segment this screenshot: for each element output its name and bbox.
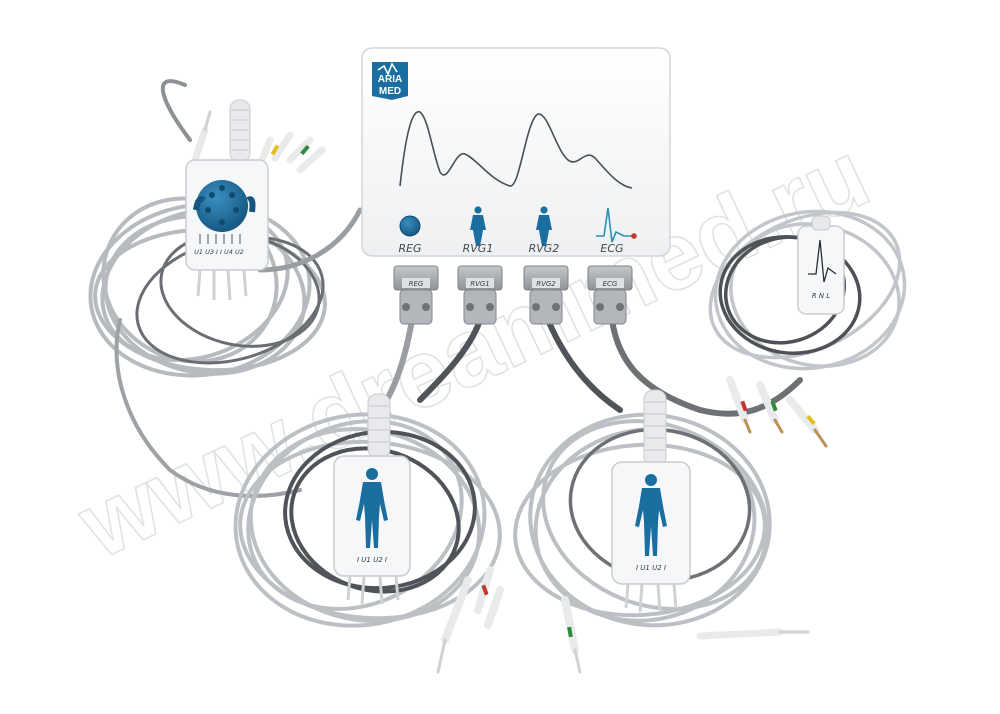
channel-icon-rvg2 [536, 206, 552, 246]
rvg2-cable-box: I U1 U2 I [611, 389, 691, 585]
channel-icon-ecg [596, 207, 637, 243]
ecg-box-pins: R N L [812, 292, 831, 300]
aria-med-device: ARIA MED REG RVG1 RVG2 ECG [361, 47, 671, 257]
lead-color-rings [270, 144, 816, 638]
channel-icon-rvg1 [470, 206, 486, 246]
connector-label-ecg: ECG [603, 280, 618, 288]
aria-med-logo: ARIA MED [372, 62, 408, 100]
box-lead-stubs [196, 269, 678, 613]
rvg1-box-pins: I U1 U2 I [357, 556, 387, 564]
channel-label-reg: REG [398, 242, 421, 255]
connector-ecg: ECG [587, 265, 633, 325]
reg-cable-box: U1 U3 I I U4 U2 [185, 99, 269, 271]
ecg-wave-icon [808, 239, 837, 283]
channel-icon-reg [399, 215, 421, 237]
cable-coil-rvg2 [513, 412, 772, 628]
logo-line1: ARIA [378, 74, 402, 85]
rvg2-box-pins: I U1 U2 I [636, 564, 666, 572]
waveform-graphic [399, 111, 633, 189]
channel-label-rvg2: RVG2 [529, 242, 560, 255]
body-icon [635, 474, 667, 556]
body-icon [356, 468, 388, 548]
connector-reg: REG [393, 265, 439, 325]
connector-label-reg: REG [409, 280, 424, 288]
channel-label-ecg: ECG [600, 242, 623, 255]
reg-box-pins: U1 U3 I I U4 U2 [194, 248, 244, 256]
electrode-leads [191, 110, 828, 674]
logo-line2: MED [379, 86, 401, 97]
connector-label-rvg1: RVG1 [470, 280, 490, 288]
ecg-cable-box: R N L [797, 215, 845, 315]
connector-rvg2: RVG2 [523, 265, 569, 325]
connector-rvg1: RVG1 [457, 265, 503, 325]
connector-label-rvg2: RVG2 [536, 280, 556, 288]
channel-label-rvg1: RVG1 [463, 242, 494, 255]
head-icon [196, 180, 248, 232]
rvg1-cable-box: I U1 U2 I [333, 393, 411, 577]
